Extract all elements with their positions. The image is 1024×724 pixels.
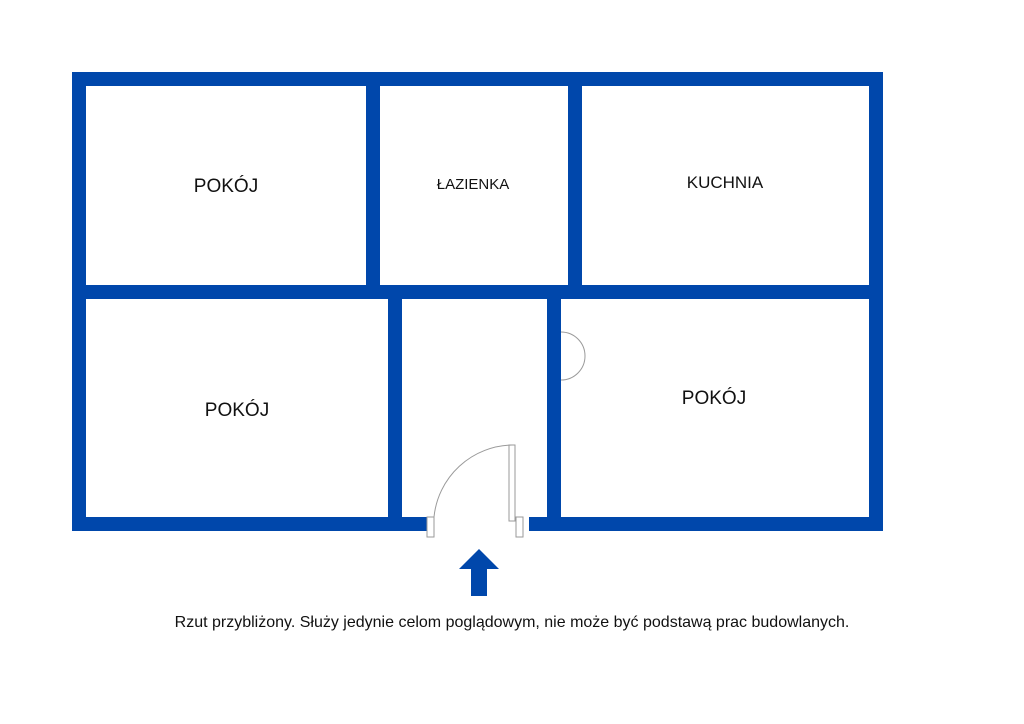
wall-left [72, 72, 86, 531]
entrance-door [426, 444, 524, 538]
wall-top-divider-2 [568, 72, 582, 299]
side-door-swing-arc [560, 331, 586, 381]
walls [72, 72, 883, 531]
wall-right [869, 72, 883, 531]
disclaimer-text: Rzut przybliżony. Służy jedynie celom po… [174, 614, 850, 631]
room-label-top-left: POKÓJ [194, 175, 258, 197]
door-swing-arc [433, 444, 513, 518]
wall-hall-left [388, 285, 402, 531]
up-arrow-icon [459, 549, 499, 596]
wall-hall-right [547, 285, 561, 531]
room-label-bottom-left: POKÓJ [205, 399, 269, 421]
wall-bottom-left [72, 517, 427, 531]
wall-top [72, 72, 883, 86]
door-jamb-right [515, 516, 524, 538]
room-label-bathroom: ŁAZIENKA [437, 176, 510, 193]
wall-middle-horizontal [72, 285, 883, 299]
room-label-kitchen: KUCHNIA [687, 173, 764, 192]
room-label-bottom-right: POKÓJ [682, 387, 746, 409]
door-leaf [508, 444, 516, 522]
wall-top-divider-1 [366, 72, 380, 299]
door-jamb-left [426, 516, 435, 538]
wall-bottom-right [529, 517, 883, 531]
